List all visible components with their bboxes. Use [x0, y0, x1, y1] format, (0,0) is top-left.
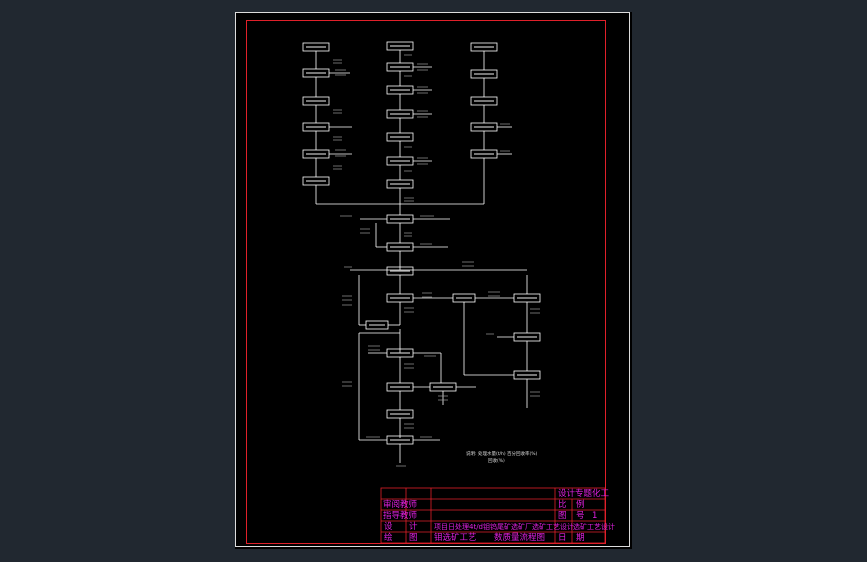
drawing-name: 钼选矿工艺: [434, 533, 477, 543]
design-label-2: 计: [409, 522, 418, 532]
scale-label: 比: [558, 500, 567, 510]
reviewer-label: 审阅教师: [383, 500, 418, 510]
legend-text: 说明: 处理水量(t/h) 百分回收率(%): [466, 452, 538, 457]
school-name: 设计专题化工: [558, 489, 610, 499]
project-title: 项目日处理4t/d钼钨尾矿选矿厂选矿工艺设计: [434, 523, 574, 531]
drawing-subject: 数质量流程图: [494, 533, 546, 543]
legend-note: 回收(%): [488, 459, 505, 464]
sheet-label: 图: [558, 511, 567, 521]
design-label: 设: [384, 522, 393, 532]
date-value: 期: [576, 533, 585, 543]
scale-value: 例: [576, 500, 585, 510]
drawing-label-2: 图: [409, 533, 418, 543]
advisor-label: 指导教师: [383, 511, 418, 521]
sheet-value: 号: [576, 511, 585, 521]
drawing-sheet: [235, 12, 632, 549]
sheet-number: 1: [592, 511, 598, 521]
drawing-label: 绘: [384, 533, 393, 543]
drawing-no-label: 选矿工艺设计: [573, 523, 615, 531]
date-label: 日: [558, 533, 567, 543]
